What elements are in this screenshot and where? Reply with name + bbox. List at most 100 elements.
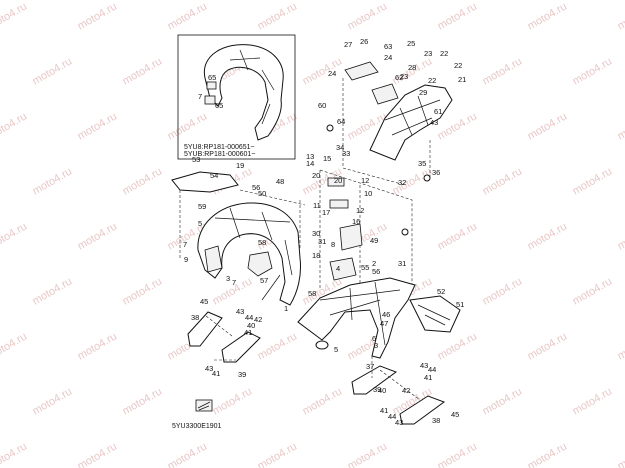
part-callout-31: 31 bbox=[318, 237, 326, 246]
watermark-text: moto4.ru bbox=[121, 385, 165, 417]
part-callout-63: 63 bbox=[384, 42, 392, 51]
part-callout-43: 43 bbox=[236, 307, 244, 316]
part-callout-38: 38 bbox=[432, 416, 440, 425]
watermark-text: moto4.ru bbox=[616, 110, 625, 142]
part-callout-29: 29 bbox=[419, 88, 427, 97]
part-callout-54: 54 bbox=[210, 171, 218, 180]
link-plate-lower bbox=[399, 395, 446, 425]
watermark-text: moto4.ru bbox=[481, 165, 525, 197]
part-callout-5: 5 bbox=[198, 219, 202, 228]
part-callout-36: 36 bbox=[432, 168, 440, 177]
watermark-text: moto4.ru bbox=[76, 220, 120, 252]
part-callout-34: 34 bbox=[336, 143, 344, 152]
part-callout-44: 44 bbox=[388, 412, 396, 421]
center-plate-lower bbox=[329, 257, 357, 281]
side-guard bbox=[409, 295, 461, 333]
part-callout-23: 23 bbox=[424, 49, 432, 58]
part-callout-3: 3 bbox=[374, 341, 378, 350]
rear-subframe bbox=[369, 84, 453, 161]
part-callout-59: 59 bbox=[198, 202, 206, 211]
part-callout-41: 41 bbox=[212, 369, 220, 378]
part-callout-52: 52 bbox=[437, 287, 445, 296]
rear-bolt bbox=[326, 124, 334, 132]
watermark-text: moto4.ru bbox=[481, 275, 525, 307]
part-callout-7: 7 bbox=[232, 278, 236, 287]
part-callout-56: 56 bbox=[252, 183, 260, 192]
lower-cap bbox=[315, 340, 329, 350]
engine-mount bbox=[247, 251, 273, 277]
watermark-text: moto4.ru bbox=[526, 110, 570, 142]
part-callout-44: 44 bbox=[428, 365, 436, 374]
watermark-text: moto4.ru bbox=[76, 0, 120, 32]
part-callout-27: 27 bbox=[344, 40, 352, 49]
part-callout-10: 10 bbox=[364, 189, 372, 198]
part-callout-64: 64 bbox=[337, 117, 345, 126]
part-callout-8: 8 bbox=[331, 240, 335, 249]
diagram-code-icon bbox=[195, 399, 213, 412]
watermark-text: moto4.ru bbox=[616, 330, 625, 362]
part-callout-65: 65 bbox=[215, 101, 223, 110]
part-callout-11: 11 bbox=[313, 201, 321, 210]
part-callout-18: 18 bbox=[312, 251, 320, 260]
watermark-text: moto4.ru bbox=[436, 440, 480, 468]
watermark-text: moto4.ru bbox=[31, 385, 75, 417]
watermark-text: moto4.ru bbox=[121, 275, 165, 307]
part-callout-26: 26 bbox=[360, 37, 368, 46]
part-callout-60: 60 bbox=[318, 101, 326, 110]
part-callout-49: 49 bbox=[370, 236, 378, 245]
part-callout-58: 58 bbox=[308, 289, 316, 298]
guide-lower-right bbox=[371, 356, 421, 401]
part-callout-40: 40 bbox=[378, 386, 386, 395]
watermark-text: moto4.ru bbox=[31, 165, 75, 197]
inset-note-1: 5YU8:RP181-000651~ bbox=[184, 144, 255, 151]
front-frame-assembly bbox=[171, 171, 306, 306]
part-callout-12: 12 bbox=[356, 206, 364, 215]
lower-frame-detail bbox=[319, 281, 401, 346]
diagram-icon bbox=[195, 399, 213, 412]
watermark-text: moto4.ru bbox=[301, 55, 345, 87]
part-callout-13: 13 bbox=[306, 152, 314, 161]
part-callout-58: 58 bbox=[258, 238, 266, 247]
watermark-text: moto4.ru bbox=[616, 440, 625, 468]
guide-front bbox=[179, 189, 306, 260]
part-callout-40: 40 bbox=[247, 321, 255, 330]
part-callout-42: 42 bbox=[402, 386, 410, 395]
part-callout-5: 5 bbox=[334, 345, 338, 354]
watermark-text: moto4.ru bbox=[436, 0, 480, 32]
front-frame bbox=[197, 202, 301, 306]
center-parts bbox=[319, 169, 413, 300]
inset-pad-upper bbox=[206, 81, 217, 90]
part-callout-51: 51 bbox=[456, 300, 464, 309]
watermark-text: moto4.ru bbox=[616, 220, 625, 252]
part-callout-20: 20 bbox=[312, 171, 320, 180]
watermark-text: moto4.ru bbox=[346, 0, 390, 32]
center-bracket-2 bbox=[329, 199, 349, 209]
watermark-text: moto4.ru bbox=[526, 330, 570, 362]
watermark-text: moto4.ru bbox=[0, 440, 29, 468]
link-plate-upper bbox=[351, 365, 398, 395]
part-callout-3: 3 bbox=[226, 274, 230, 283]
inset-subframe bbox=[203, 44, 284, 141]
part-callout-7: 7 bbox=[183, 240, 187, 249]
part-callout-62: 62 bbox=[395, 73, 403, 82]
part-callout-38: 38 bbox=[191, 313, 199, 322]
inset-note-2: 5YUB:RP181-000601~ bbox=[184, 151, 255, 158]
part-callout-14: 14 bbox=[306, 159, 314, 168]
part-callout-41: 41 bbox=[380, 406, 388, 415]
part-callout-15: 15 bbox=[323, 154, 331, 163]
inset-pad-lower bbox=[204, 95, 216, 105]
part-callout-46: 46 bbox=[382, 310, 390, 319]
watermark-text: moto4.ru bbox=[526, 0, 570, 32]
guide-rear-left bbox=[342, 78, 406, 186]
watermark-text: moto4.ru bbox=[301, 385, 345, 417]
watermark-text: moto4.ru bbox=[121, 165, 165, 197]
watermark-text: moto4.ru bbox=[256, 330, 300, 362]
part-callout-37: 37 bbox=[366, 362, 374, 371]
part-callout-21: 21 bbox=[458, 75, 466, 84]
part-callout-43: 43 bbox=[205, 364, 213, 373]
